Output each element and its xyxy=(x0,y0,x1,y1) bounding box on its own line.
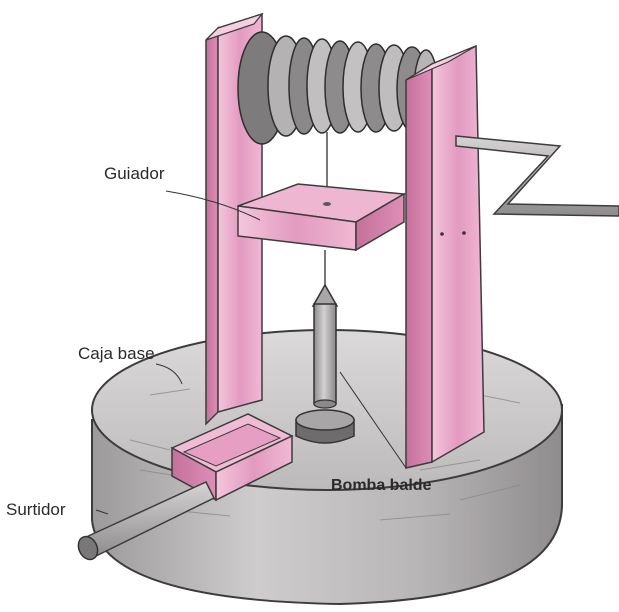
bucket-pump-cone xyxy=(313,285,337,306)
label-bomba-balde: Bomba balde xyxy=(331,477,431,495)
bucket-pump-base-top xyxy=(296,410,354,430)
left-post-side xyxy=(206,28,218,424)
right-post xyxy=(406,46,484,468)
right-post-front xyxy=(432,46,484,462)
guide-hole xyxy=(323,202,331,206)
label-caja-base: Caja base xyxy=(78,344,155,364)
bolt-icon xyxy=(440,232,444,236)
guide-block xyxy=(238,184,404,250)
right-post-side xyxy=(406,64,432,468)
label-guiador: Guiador xyxy=(104,164,164,184)
bucket-pump-tube xyxy=(314,304,336,404)
bucket-pump-tube-bottom xyxy=(314,400,336,408)
crank-handle xyxy=(456,136,619,216)
label-surtidor: Surtidor xyxy=(6,500,66,520)
bolt-icon xyxy=(462,231,466,235)
